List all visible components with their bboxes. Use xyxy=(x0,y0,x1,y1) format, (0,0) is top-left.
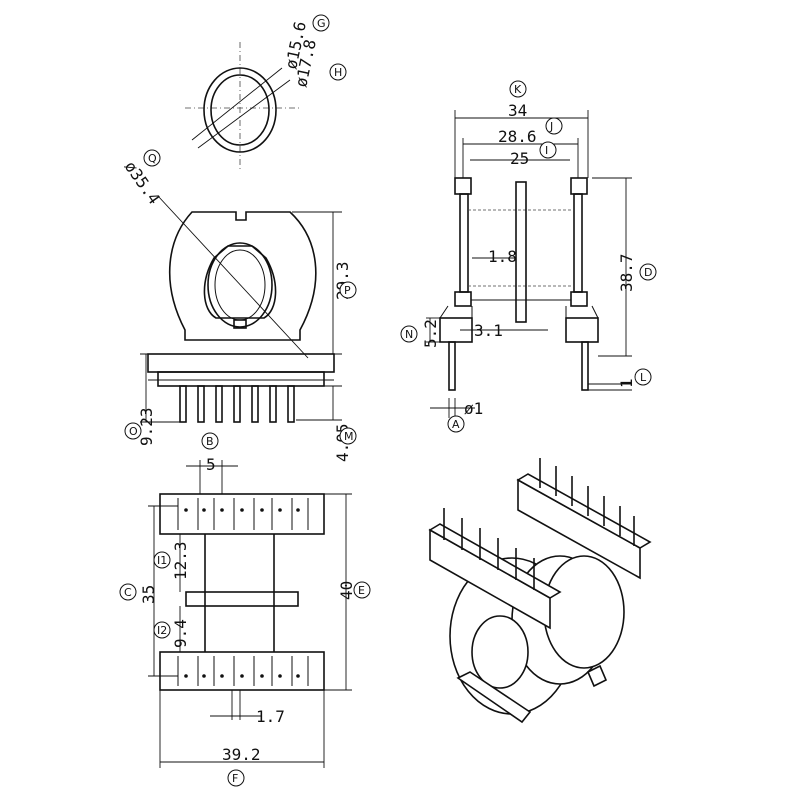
callout-f xyxy=(227,769,245,787)
callout-i1 xyxy=(153,551,171,569)
callout-l-text: L xyxy=(640,371,647,384)
callout-i-text: I xyxy=(545,144,548,157)
callout-b xyxy=(201,432,219,450)
callout-o-text: O xyxy=(129,425,138,438)
callout-a xyxy=(447,415,465,433)
bottom-pins-bottom xyxy=(177,656,309,686)
side-view: 34 K 28.6 J 25 I 1.8 xyxy=(400,80,657,433)
callout-l xyxy=(634,368,652,386)
callout-g-text: G xyxy=(317,17,326,30)
len-i1-label: 12.3 xyxy=(171,541,190,580)
len-e-label: 40 xyxy=(337,581,356,600)
callout-c-text: C xyxy=(124,586,132,599)
callout-k-text: K xyxy=(514,83,522,96)
callout-h-text: H xyxy=(334,66,342,79)
front-pins xyxy=(179,385,295,423)
callout-i1-text: I1 xyxy=(157,554,167,567)
pin-len-left-label: 9.23 xyxy=(137,407,156,446)
callout-e xyxy=(353,581,371,599)
callout-q-text: Q xyxy=(148,152,157,165)
callout-a-text: A xyxy=(452,418,460,431)
pitch-label: 5 xyxy=(206,455,216,474)
callout-i xyxy=(539,141,557,159)
callout-q xyxy=(143,149,161,167)
front-view: ø35.4 Q 29.3 P 9.23 O 4.05 M xyxy=(121,149,357,462)
callout-p-text: P xyxy=(344,284,351,297)
flange-dia-label: ø35.4 xyxy=(121,157,164,207)
callout-d-text: D xyxy=(644,266,652,279)
len-i2-label: 9.4 xyxy=(171,619,190,648)
callout-j-text: J xyxy=(549,120,553,133)
callout-p xyxy=(339,281,357,299)
side-height-label: 38.7 xyxy=(617,253,636,292)
bottom-pins-top xyxy=(177,498,309,530)
isometric-view xyxy=(428,458,652,724)
callout-n-text: N xyxy=(405,328,413,341)
callout-k xyxy=(509,80,527,98)
callout-c xyxy=(119,583,137,601)
ring-view: ø15.6 ø17.8 G H xyxy=(185,14,347,172)
callout-h xyxy=(329,63,347,81)
bottom-view: 5 B 35 C 40 E 12.3 I1 9.4 I2 1.7 xyxy=(119,432,371,787)
width-total-label: 34 xyxy=(508,101,527,120)
callout-n xyxy=(400,325,418,343)
callout-g xyxy=(312,14,330,32)
callout-j xyxy=(545,117,563,135)
callout-b-text: B xyxy=(206,435,214,448)
callout-e-text: E xyxy=(358,584,365,597)
callout-o xyxy=(124,422,142,440)
callout-i2-text: I2 xyxy=(157,624,167,637)
n-value-label: 5.2 xyxy=(421,319,440,348)
pin-dia-label: ø1 xyxy=(464,399,483,418)
callout-m xyxy=(339,427,357,445)
l-value-label: 1 xyxy=(617,378,636,388)
callout-d xyxy=(639,263,657,281)
callout-f-text: F xyxy=(232,772,238,785)
gap-value-label: 3.1 xyxy=(474,321,503,340)
width-core-label: 25 xyxy=(510,149,529,168)
width-f-label: 39.2 xyxy=(222,745,261,764)
pin-w-label: 1.7 xyxy=(256,707,285,726)
thickness-mid-label: 1.8 xyxy=(488,247,517,266)
callout-i2 xyxy=(153,621,171,639)
len-c-label: 35 xyxy=(139,585,158,604)
width-inner-label: 28.6 xyxy=(498,127,537,146)
callout-m-text: M xyxy=(344,430,354,443)
